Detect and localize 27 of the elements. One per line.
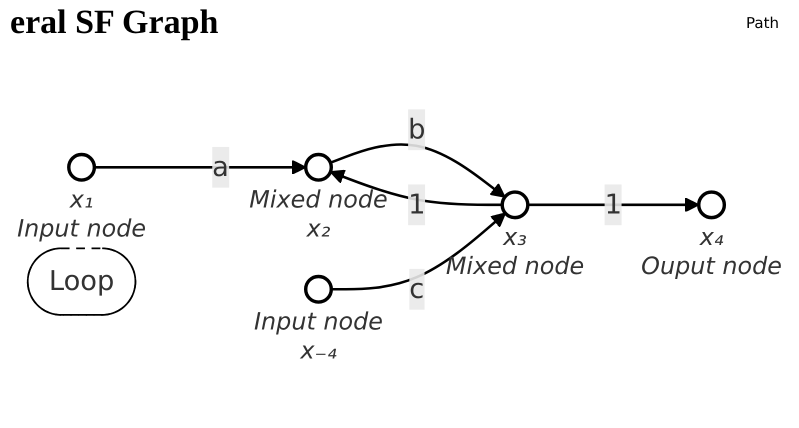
node-caption: Input node (17, 214, 146, 242)
node-caption: x₋₄ (300, 336, 337, 364)
node-caption: Input node (254, 307, 383, 336)
node-caption: x₄ (700, 222, 724, 251)
node-caption: x₂ (306, 214, 330, 242)
arrow (330, 170, 502, 206)
arrow (94, 160, 306, 175)
diagram-title: eral SF Graph (10, 4, 218, 42)
edge-label: b (408, 112, 426, 146)
node-caption: Mixed node (249, 185, 388, 214)
node-circle (500, 190, 530, 220)
arrow (528, 197, 700, 212)
node-circle (304, 274, 333, 304)
edge-label: a (212, 150, 229, 183)
edge-label: 1 (408, 188, 426, 220)
arrow (330, 143, 506, 198)
edge-label: 1 (604, 188, 622, 220)
path-label: Path (746, 14, 779, 32)
node-circle (304, 152, 333, 182)
node-circle (697, 190, 726, 220)
arrow (331, 212, 506, 291)
edge-label: c (409, 272, 424, 305)
node-caption: x₁ (70, 185, 94, 214)
node-caption: x₃ (503, 222, 527, 251)
node-circle (67, 152, 96, 182)
node-caption: Ouput node (641, 252, 782, 280)
node-caption: Mixed node (446, 252, 584, 280)
